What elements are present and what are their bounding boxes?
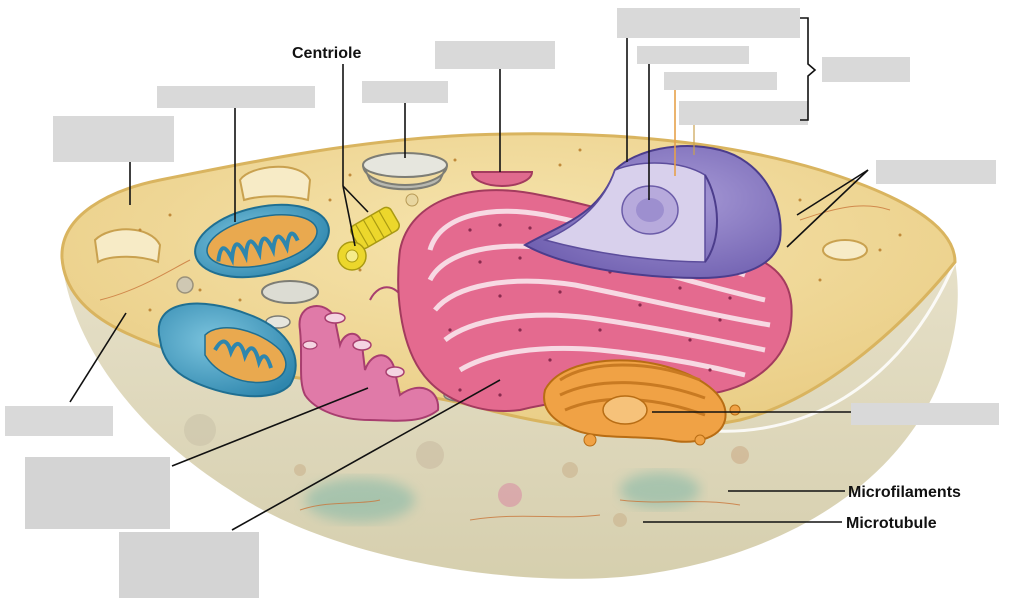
blank-label-nuclear-pore	[679, 101, 808, 125]
nucleus	[522, 145, 782, 280]
golgi-apparatus	[543, 359, 741, 447]
smooth-endoplasmic-reticulum	[298, 286, 440, 422]
blank-label-nucleus	[822, 57, 910, 82]
label-microtubule: Microtubule	[846, 515, 937, 532]
cytoskeleton-fibers	[99, 205, 891, 521]
vesicles	[176, 152, 768, 402]
mitochondrion-lower	[157, 302, 297, 398]
centriole-structure	[337, 206, 400, 271]
blank-label-golgi	[851, 403, 999, 425]
blank-label-cytoplasm	[5, 406, 113, 436]
mitochondrion-upper	[194, 203, 330, 279]
leader-lines	[69, 17, 869, 531]
label-microfilaments: Microfilaments	[848, 484, 961, 501]
lower-cytoplasm-inclusions	[184, 414, 749, 527]
cytoplasm-specks	[138, 148, 902, 312]
label-centriole: Centriole	[292, 45, 361, 62]
blank-label-rough-er	[119, 532, 259, 598]
blank-label-vesicle	[362, 81, 448, 103]
blank-label-chromatin	[637, 46, 749, 64]
membrane-pits	[93, 165, 868, 264]
blank-label-boxes	[5, 8, 999, 598]
blank-label-smooth-er	[25, 457, 170, 529]
blank-label-nucleolus	[664, 72, 777, 90]
blank-label-lysosome	[435, 41, 555, 69]
blank-label-nuclear-envelope	[617, 8, 800, 38]
blank-label-ribosomes	[876, 160, 996, 184]
blank-label-mitochondrion	[157, 86, 315, 108]
blank-label-plasma-membrane	[53, 116, 174, 162]
